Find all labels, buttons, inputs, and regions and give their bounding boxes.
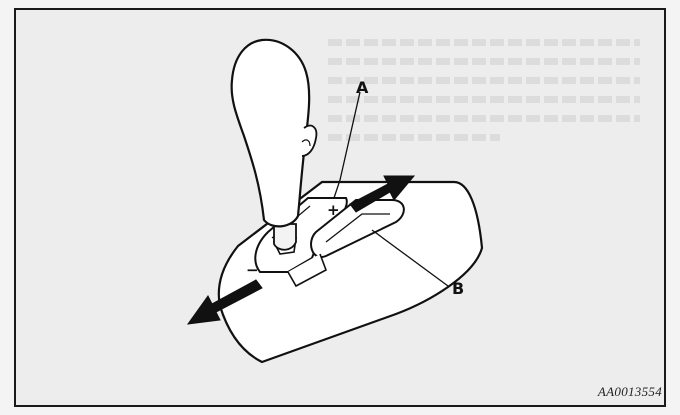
shift-knob [232,40,310,227]
callout-label-a: A [356,80,368,96]
shift-lever-illustration: + − [16,10,666,407]
plus-sign: + [327,201,340,219]
figure-code: AA0013554 [598,384,662,400]
figure-frame: + − A B AA0013554 [14,8,666,407]
minus-sign: − [246,261,259,279]
callout-label-b: B [452,281,464,297]
